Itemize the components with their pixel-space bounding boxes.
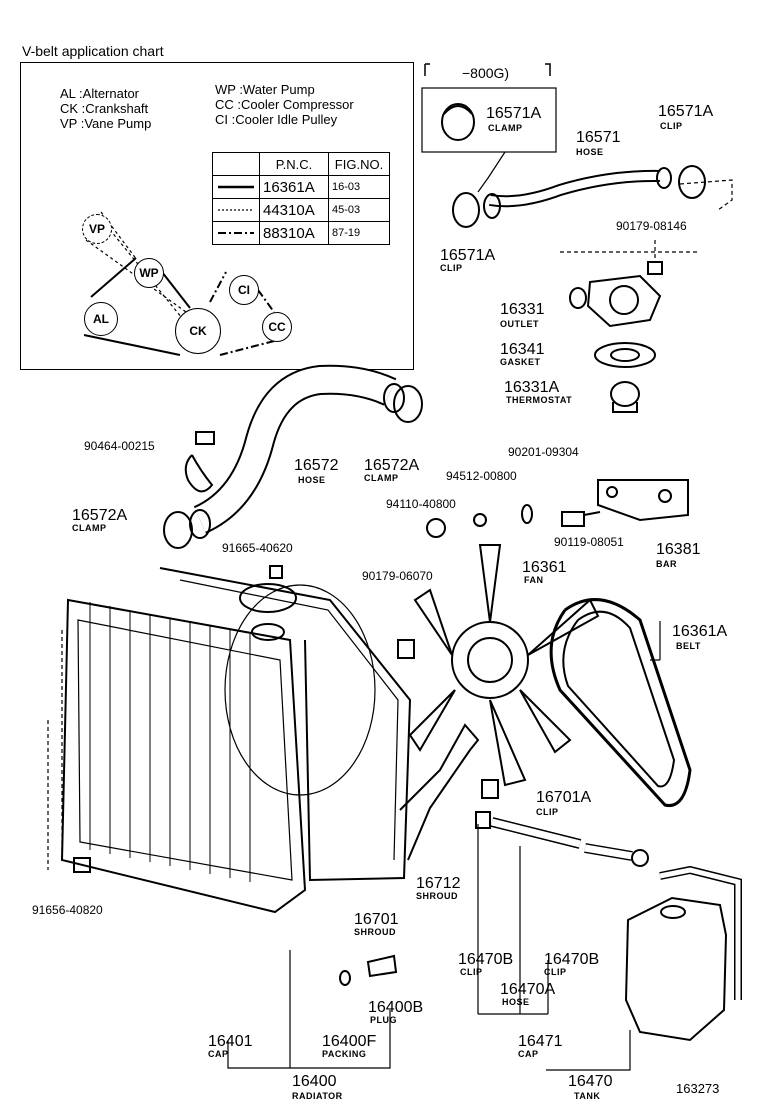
part-name: CLIP [460,967,483,977]
part-name: CAP [518,1049,539,1059]
part-number: 16331A [504,379,560,396]
part-number: 16571A [486,105,542,122]
part-name: CLIP [536,807,559,817]
part-number: 16701 [354,911,399,928]
part-number: 16712 [416,875,461,892]
part-number: 16361A [672,623,728,640]
part-name: HOSE [576,147,604,157]
part-name: SHROUD [416,891,459,901]
dash-dot-line-icon [218,231,254,234]
part-name: CLIP [440,263,463,273]
part-number: 16470B [458,951,514,968]
part-number: 94110-40800 [386,497,456,511]
part-number: 16400 [292,1073,337,1090]
part-number: 90179-08146 [616,219,687,233]
pulley-vp: VP [82,214,112,244]
pnc-cell: 44310A [259,198,329,222]
part-number: 16401 [208,1033,253,1050]
legend-item: WP :Water Pump [215,82,315,97]
part-name: CLAMP [72,523,107,533]
part-number: 16572 [294,457,339,474]
part-number: 91665-40620 [222,541,293,555]
part-name: CLAMP [488,123,523,133]
part-name: BAR [656,559,677,569]
part-name: HOSE [298,475,326,485]
part-number: 16572A [72,507,128,524]
pulley-wp: WP [134,258,164,288]
part-name: OUTLET [500,319,539,329]
part-number: 90464-00215 [84,439,155,453]
pulley-al: AL [84,302,118,336]
figure-id: 163273 [676,1081,720,1096]
pnc-cell: 16361A [259,175,329,199]
part-name: PACKING [322,1049,367,1059]
solid-line-icon [218,185,254,188]
part-name: CLIP [660,121,683,131]
legend-right: WP :Water Pump CC :Cooler Compressor CI … [215,82,354,127]
legend-item: CK :Crankshaft [60,101,149,116]
part-number: 16361 [522,559,567,576]
part-number: 16471 [518,1033,563,1050]
part-name: BELT [676,641,701,651]
pulley-ck: CK [175,308,221,354]
part-name: FAN [524,575,544,585]
chart-title: V-belt application chart [22,43,164,59]
table-row: 88310A 87-19 [212,221,390,245]
variant-label: −800G) [462,65,510,81]
part-number: 16470A [500,981,556,998]
legend-item: VP :Vane Pump [60,116,152,131]
part-number: 16341 [500,341,545,358]
part-name: THERMOSTAT [506,395,573,405]
part-number: 16400B [368,999,424,1016]
part-number: 16470B [544,951,600,968]
part-number: 16572A [364,457,420,474]
part-number: 16331 [500,301,545,318]
part-name: GASKET [500,357,541,367]
pulley-cc: CC [262,312,292,342]
part-number: 94512-00800 [446,469,517,483]
part-name: SHROUD [354,927,397,937]
part-name: CLIP [544,967,567,977]
part-number: 90119-08051 [554,535,624,549]
part-number: 16701A [536,789,592,806]
part-name: HOSE [502,997,530,1007]
table-row: 44310A 45-03 [212,198,390,222]
fig-cell: 16-03 [328,175,390,199]
legend-left: AL :Alternator CK :Crankshaft VP :Vane P… [60,86,151,131]
part-name: RADIATOR [292,1091,343,1101]
v-belt-chart [20,62,414,370]
legend-item: AL :Alternator [60,86,140,101]
pnc-cell: 88310A [259,221,329,245]
part-number: 16470 [568,1073,613,1090]
part-number: 90201-09304 [508,445,579,459]
fig-cell: 87-19 [328,221,390,245]
fig-header: FIG.NO. [328,152,390,176]
legend-item: CC :Cooler Compressor [215,97,354,112]
pnc-table: P.N.C. FIG.NO. 16361A 16-03 44310A 45-03… [212,152,390,245]
fig-cell: 45-03 [328,198,390,222]
part-number: 16571 [576,129,621,146]
part-name: CAP [208,1049,229,1059]
part-number: 90179-06070 [362,569,433,583]
part-name: PLUG [370,1015,398,1025]
part-number: 16400F [322,1033,377,1050]
part-number: 16381 [656,541,701,558]
dotted-line-icon [218,208,254,211]
part-number: 16571A [440,247,496,264]
part-name: TANK [574,1091,601,1101]
part-name: CLAMP [364,473,399,483]
part-number: 16571A [658,103,714,120]
part-number: 91656-40820 [32,903,103,917]
legend-item: CI :Cooler Idle Pulley [215,112,338,127]
pulley-ci: CI [229,275,259,305]
